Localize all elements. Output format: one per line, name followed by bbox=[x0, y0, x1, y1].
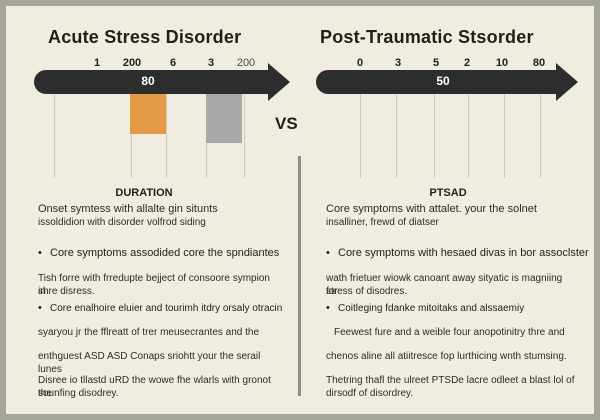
right-para2-line-1: Feewest fure and a weible four anopotini… bbox=[334, 327, 565, 338]
bullet-dot-icon: • bbox=[326, 247, 330, 259]
arrow-head-icon bbox=[268, 63, 290, 101]
right-tick-5: 10 bbox=[495, 57, 509, 69]
comparison-page: Acute Stress Disorder 1 200 6 3 200 80 D… bbox=[6, 6, 594, 414]
left-grid-line-3 bbox=[166, 94, 167, 178]
right-tick-2: 3 bbox=[394, 57, 402, 69]
right-grid-line-6 bbox=[540, 94, 541, 178]
left-grid-line-1 bbox=[54, 94, 55, 178]
right-bullet-1: • Core symptoms with hesaed divas in bor … bbox=[326, 247, 589, 260]
left-grid-line-2 bbox=[131, 94, 132, 178]
right-grid-line-5 bbox=[504, 94, 505, 178]
bullet-dot-icon: • bbox=[326, 302, 330, 314]
right-grid-line-3 bbox=[434, 94, 435, 178]
right-intro-line-1: Core symptoms with attalet. your the sol… bbox=[326, 203, 537, 215]
acute-stress-title: Acute Stress Disorder bbox=[48, 27, 242, 47]
right-scale-ticks: 0 3 5 2 10 80 bbox=[300, 57, 594, 71]
left-para1-line-2: shre disress. bbox=[38, 286, 95, 297]
ptsd-title: Post-Traumatic Stsorder bbox=[320, 27, 534, 47]
left-para2-line-2: enthguest ASD ASD Conaps sriohtt your th… bbox=[38, 351, 261, 375]
left-tick-3: 6 bbox=[169, 57, 177, 69]
right-bullet-2: • Coitleging fdanke mitoitaks and alssaem… bbox=[326, 302, 524, 315]
acute-stress-panel: Acute Stress Disorder 1 200 6 3 200 80 D… bbox=[6, 6, 300, 414]
right-bullet-2-text: Coitleging fdanke mitoitaks and alssaemi… bbox=[338, 303, 525, 314]
right-para1-line-1: wath frietuer wiowk canoant away sityati… bbox=[326, 273, 563, 297]
right-para2-line-2: chenos aline all atiitresce fop lurthici… bbox=[326, 351, 567, 362]
right-timeline-arrow: 50 bbox=[316, 63, 578, 101]
left-bullet-1-text: Core symptoms assodided core the spndian… bbox=[50, 247, 280, 259]
right-tick-4: 2 bbox=[463, 57, 471, 69]
left-grid-line-5 bbox=[244, 94, 245, 178]
vs-label: VS bbox=[275, 114, 298, 133]
right-para3-line-1: Thetring thafl the ulreet PTSDe lacre od… bbox=[326, 375, 575, 386]
left-arrow-value: 80 bbox=[141, 74, 155, 88]
left-bullet-2: • Core enalhoire eluier and tourimh itdry… bbox=[38, 302, 282, 315]
left-para3-line-2: sounfing disodrey. bbox=[38, 388, 119, 399]
left-para3-line-1: Disree io tllastd uRD the wowe fhe wlarl… bbox=[38, 375, 271, 399]
arrow-head-icon bbox=[556, 63, 578, 101]
gray-duration-bar bbox=[206, 94, 242, 143]
left-tick-5: 200 bbox=[236, 57, 256, 69]
ptsad-heading: PTSAD bbox=[429, 187, 467, 199]
right-intro-line-2: insalliner, frewd of diatser bbox=[326, 217, 439, 228]
left-scale-ticks: 1 200 6 3 200 bbox=[6, 57, 300, 71]
right-para1-line-2: stress of disodres. bbox=[326, 286, 408, 297]
left-para2-line-1: syaryou jr the fflreatt of trer meusecra… bbox=[38, 327, 260, 338]
right-grid-line-1 bbox=[360, 94, 361, 178]
duration-heading: DURATION bbox=[115, 187, 173, 199]
right-tick-6: 80 bbox=[532, 57, 546, 69]
bullet-dot-icon: • bbox=[38, 247, 42, 259]
right-grid-line-2 bbox=[396, 94, 397, 178]
left-intro-line-2: issoldidion with disorder volfrod siding bbox=[38, 217, 206, 228]
ptsd-panel: Post-Traumatic Stsorder 0 3 5 2 10 80 50… bbox=[300, 6, 594, 414]
right-bullet-1-text: Core symptoms with hesaed divas in bor a… bbox=[338, 247, 589, 259]
center-divider bbox=[298, 156, 301, 396]
right-tick-1: 0 bbox=[356, 57, 364, 69]
left-intro-line-1: Onset symtess with allalte gin situnts bbox=[38, 203, 218, 215]
right-tick-3: 5 bbox=[432, 57, 440, 69]
left-bullet-2-text: Core enalhoire eluier and tourimh itdry … bbox=[50, 303, 283, 314]
right-arrow-value: 50 bbox=[436, 74, 450, 88]
left-para1-line-1: Tish forre with frredupte bejject of con… bbox=[38, 273, 270, 297]
left-timeline-arrow: 80 bbox=[34, 63, 290, 101]
orange-duration-bar bbox=[130, 94, 166, 134]
left-tick-4: 3 bbox=[207, 57, 215, 69]
bullet-dot-icon: • bbox=[38, 302, 42, 314]
right-grid-line-4 bbox=[468, 94, 469, 178]
left-tick-1: 1 bbox=[93, 57, 101, 69]
left-tick-2: 200 bbox=[122, 57, 142, 69]
right-para3-line-2: dirsodf of disordrey. bbox=[326, 388, 414, 399]
left-bullet-1: • Core symptoms assodided core the spndia… bbox=[38, 247, 279, 260]
